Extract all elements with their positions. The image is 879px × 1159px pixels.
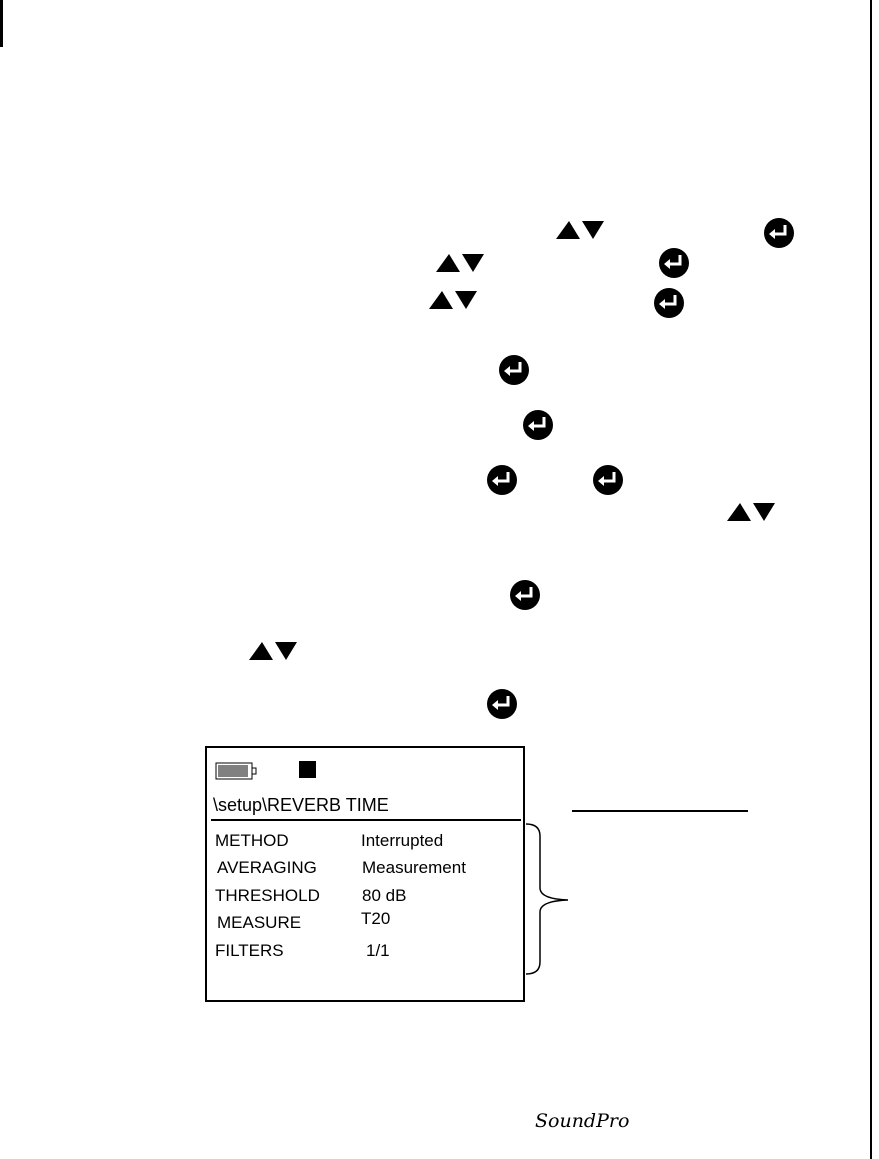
setting-value: 80 dB [362, 886, 407, 905]
setting-value: Interrupted [361, 831, 444, 850]
enter-key-icon [593, 465, 623, 495]
settings-bracket [525, 823, 569, 975]
page-edge-rule-right [870, 0, 872, 1159]
setting-value: 1/1 [366, 941, 390, 960]
enter-key-icon [487, 465, 517, 495]
setting-label: MEASURE [217, 913, 302, 932]
setting-label: FILTERS [215, 941, 284, 960]
path-underline [211, 819, 521, 821]
enter-key-icon [487, 689, 517, 719]
setting-label: METHOD [215, 831, 289, 850]
setting-value: Measurement [362, 858, 466, 877]
enter-key-icon [499, 355, 529, 385]
device-screen: \setup\REVERB TIME METHOD Interrupted AV… [205, 746, 525, 1002]
setting-label: THRESHOLD [215, 886, 320, 905]
enter-key-icon [510, 580, 540, 610]
enter-key-icon [523, 410, 553, 440]
battery-icon [215, 762, 257, 780]
screen-path: \setup\REVERB TIME [213, 795, 389, 815]
page-edge-rule-left [0, 0, 3, 47]
up-down-arrow-keys-icon [436, 254, 484, 272]
setting-value: T20 [361, 909, 391, 928]
up-down-arrow-keys-icon [556, 221, 604, 239]
callout-underline [572, 810, 748, 812]
enter-key-icon [654, 288, 684, 318]
enter-key-icon [764, 218, 794, 248]
enter-key-icon [659, 248, 689, 278]
stop-square-icon [299, 761, 316, 778]
up-down-arrow-keys-icon [429, 291, 477, 309]
up-down-arrow-keys-icon [727, 503, 775, 521]
up-down-arrow-keys-icon [249, 642, 297, 660]
setting-label: AVERAGING [217, 858, 317, 877]
brand-logo: SoundPro [535, 1110, 630, 1132]
